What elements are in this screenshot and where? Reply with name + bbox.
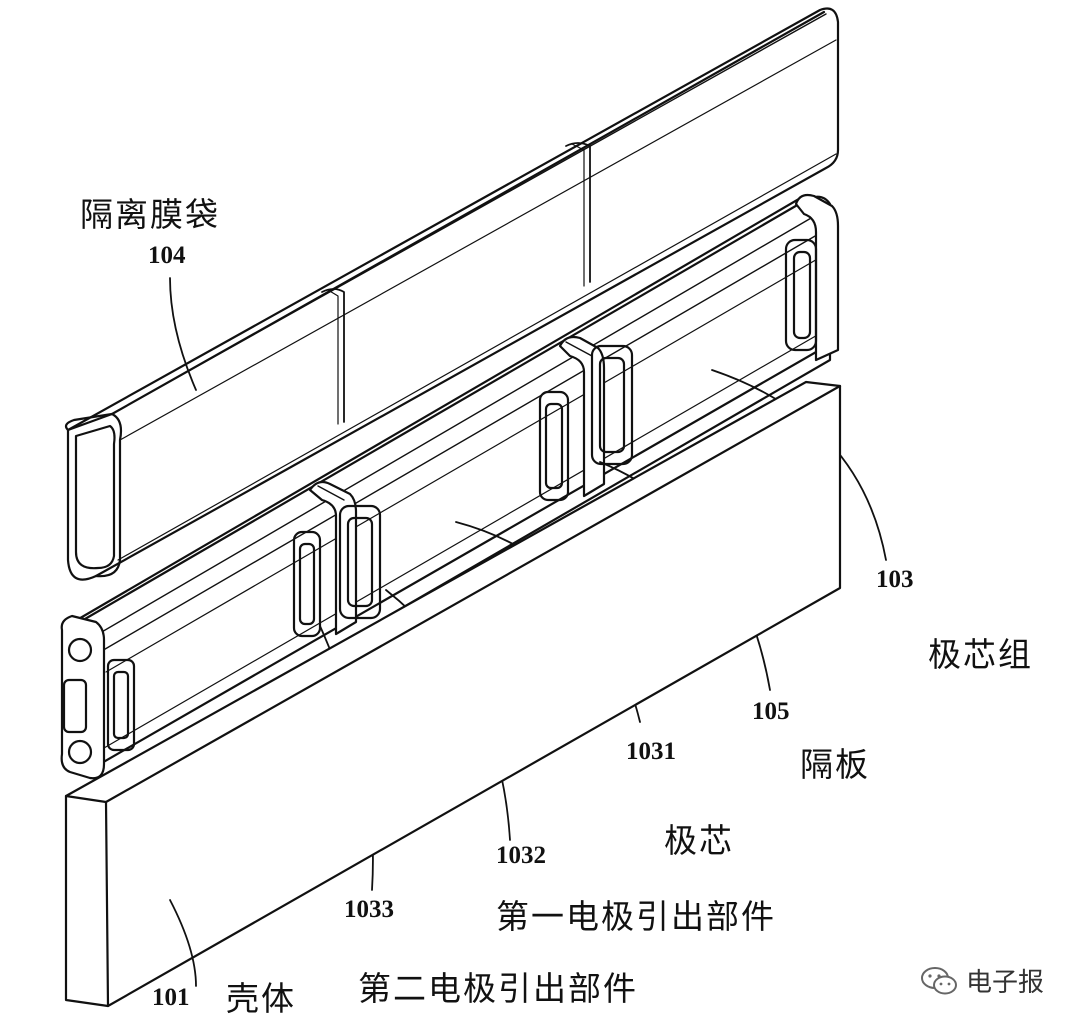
label-housing: 壳体 bbox=[226, 979, 296, 1018]
label-1032: 1032 bbox=[496, 842, 546, 869]
separator-bag-tube bbox=[64, 7, 840, 581]
label-partition: 隔板 bbox=[800, 745, 870, 784]
housing-box bbox=[64, 380, 842, 1008]
label-103: 103 bbox=[876, 566, 914, 593]
label-101: 101 bbox=[152, 984, 190, 1011]
label-105: 105 bbox=[752, 698, 790, 725]
label-core-group: 极芯组 bbox=[928, 635, 1033, 674]
label-1033: 1033 bbox=[344, 896, 394, 923]
label-second-lead: 第二电极引出部件 bbox=[358, 969, 638, 1008]
label-104: 104 bbox=[148, 242, 186, 269]
wechat-icon bbox=[921, 966, 957, 994]
watermark-text: 电子报 bbox=[966, 968, 1045, 998]
label-separator-bag: 隔离膜袋 bbox=[80, 195, 220, 234]
label-1031: 1031 bbox=[626, 738, 676, 765]
label-core: 极芯 bbox=[664, 821, 734, 860]
label-first-lead: 第一电极引出部件 bbox=[496, 897, 776, 936]
core-group-assembly bbox=[60, 193, 887, 891]
watermark: 电子报 bbox=[920, 962, 1044, 999]
